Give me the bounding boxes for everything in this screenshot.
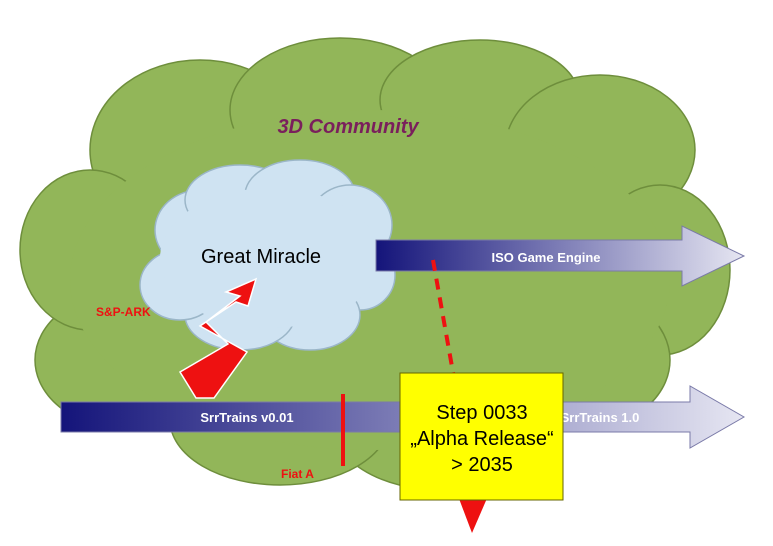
step-box-line3: > 2035 <box>451 454 513 476</box>
great-miracle-label: Great Miracle <box>201 246 321 268</box>
step-box-line2: „Alpha Release“ <box>410 428 553 450</box>
step-box-line1: Step 0033 <box>436 402 527 424</box>
srrtrains-10-label: SrrTrains 1.0 <box>561 410 640 425</box>
great-miracle-cloud <box>139 159 396 351</box>
srrtrains-v001-label: SrrTrains v0.01 <box>200 410 293 425</box>
sp-ark-label: S&P-ARK <box>96 305 151 319</box>
iso-game-engine-label: ISO Game Engine <box>491 250 600 265</box>
step-box <box>399 372 564 501</box>
iso-game-engine-arrow <box>375 225 746 287</box>
fiat-a-label: Fiat A <box>281 467 314 481</box>
community-label: 3D Community <box>277 116 419 138</box>
down-arrowhead-icon <box>458 496 488 533</box>
dashed-connector <box>431 259 456 379</box>
lightning-bolt-icon <box>178 277 258 399</box>
